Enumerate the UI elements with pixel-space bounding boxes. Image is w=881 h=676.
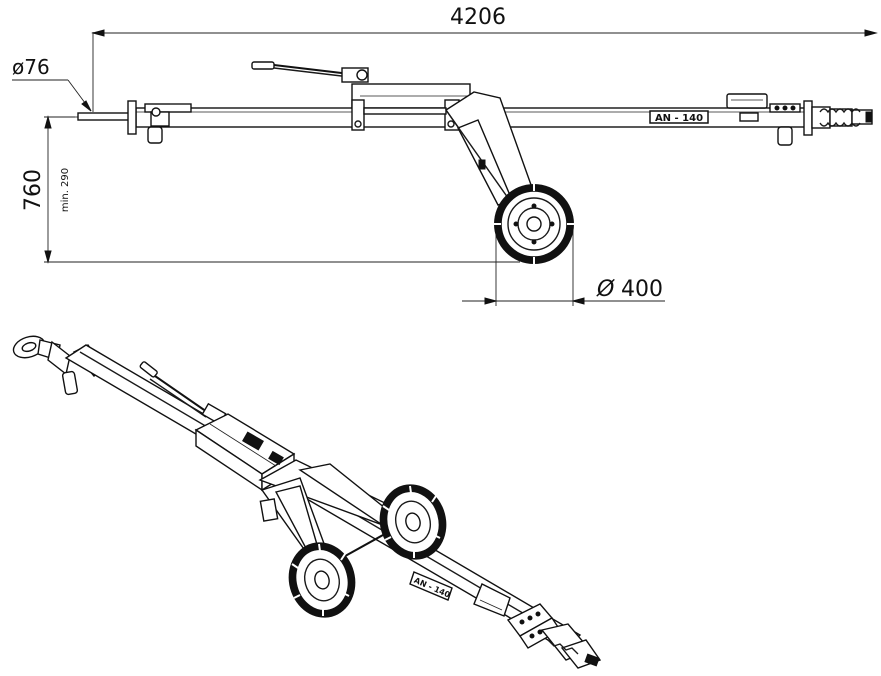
drawbar-diameter-callout: ø76 [12, 55, 92, 112]
wheel-diameter-symbol: Ø [596, 277, 615, 302]
side-view: 4206 ø76 760 min. 290 Ø 400 [12, 5, 878, 306]
iso-wheel-left [288, 542, 356, 618]
iso-hydraulic-unit [194, 413, 296, 492]
model-label-text: AN - 140 [655, 113, 703, 124]
iso-rear-coupling [506, 603, 602, 669]
isometric-view: AN - 140 [12, 335, 602, 669]
height-dimension: 760 min. 290 [21, 115, 520, 264]
front-coupling [77, 100, 192, 144]
height-dimension-text: 760 [21, 169, 46, 211]
length-dimension-text: 4206 [450, 5, 506, 30]
drawbar-diameter-text: ø76 [12, 55, 50, 79]
iso-wheel-right [379, 484, 447, 560]
height-min-text: min. 290 [60, 168, 71, 212]
rear-handle [726, 93, 768, 109]
iso-rear-handle [473, 583, 511, 617]
rear-support-leg [777, 126, 793, 146]
model-label-plate: AN - 140 [649, 110, 759, 124]
rear-coupling-head [769, 100, 873, 136]
wheel-diameter-text: 400 [621, 277, 663, 302]
length-dimension: 4206 [91, 5, 878, 112]
wheel-diameter-dimension: Ø 400 [462, 230, 665, 306]
pump-handle [251, 61, 369, 83]
side-wheel [494, 184, 574, 264]
